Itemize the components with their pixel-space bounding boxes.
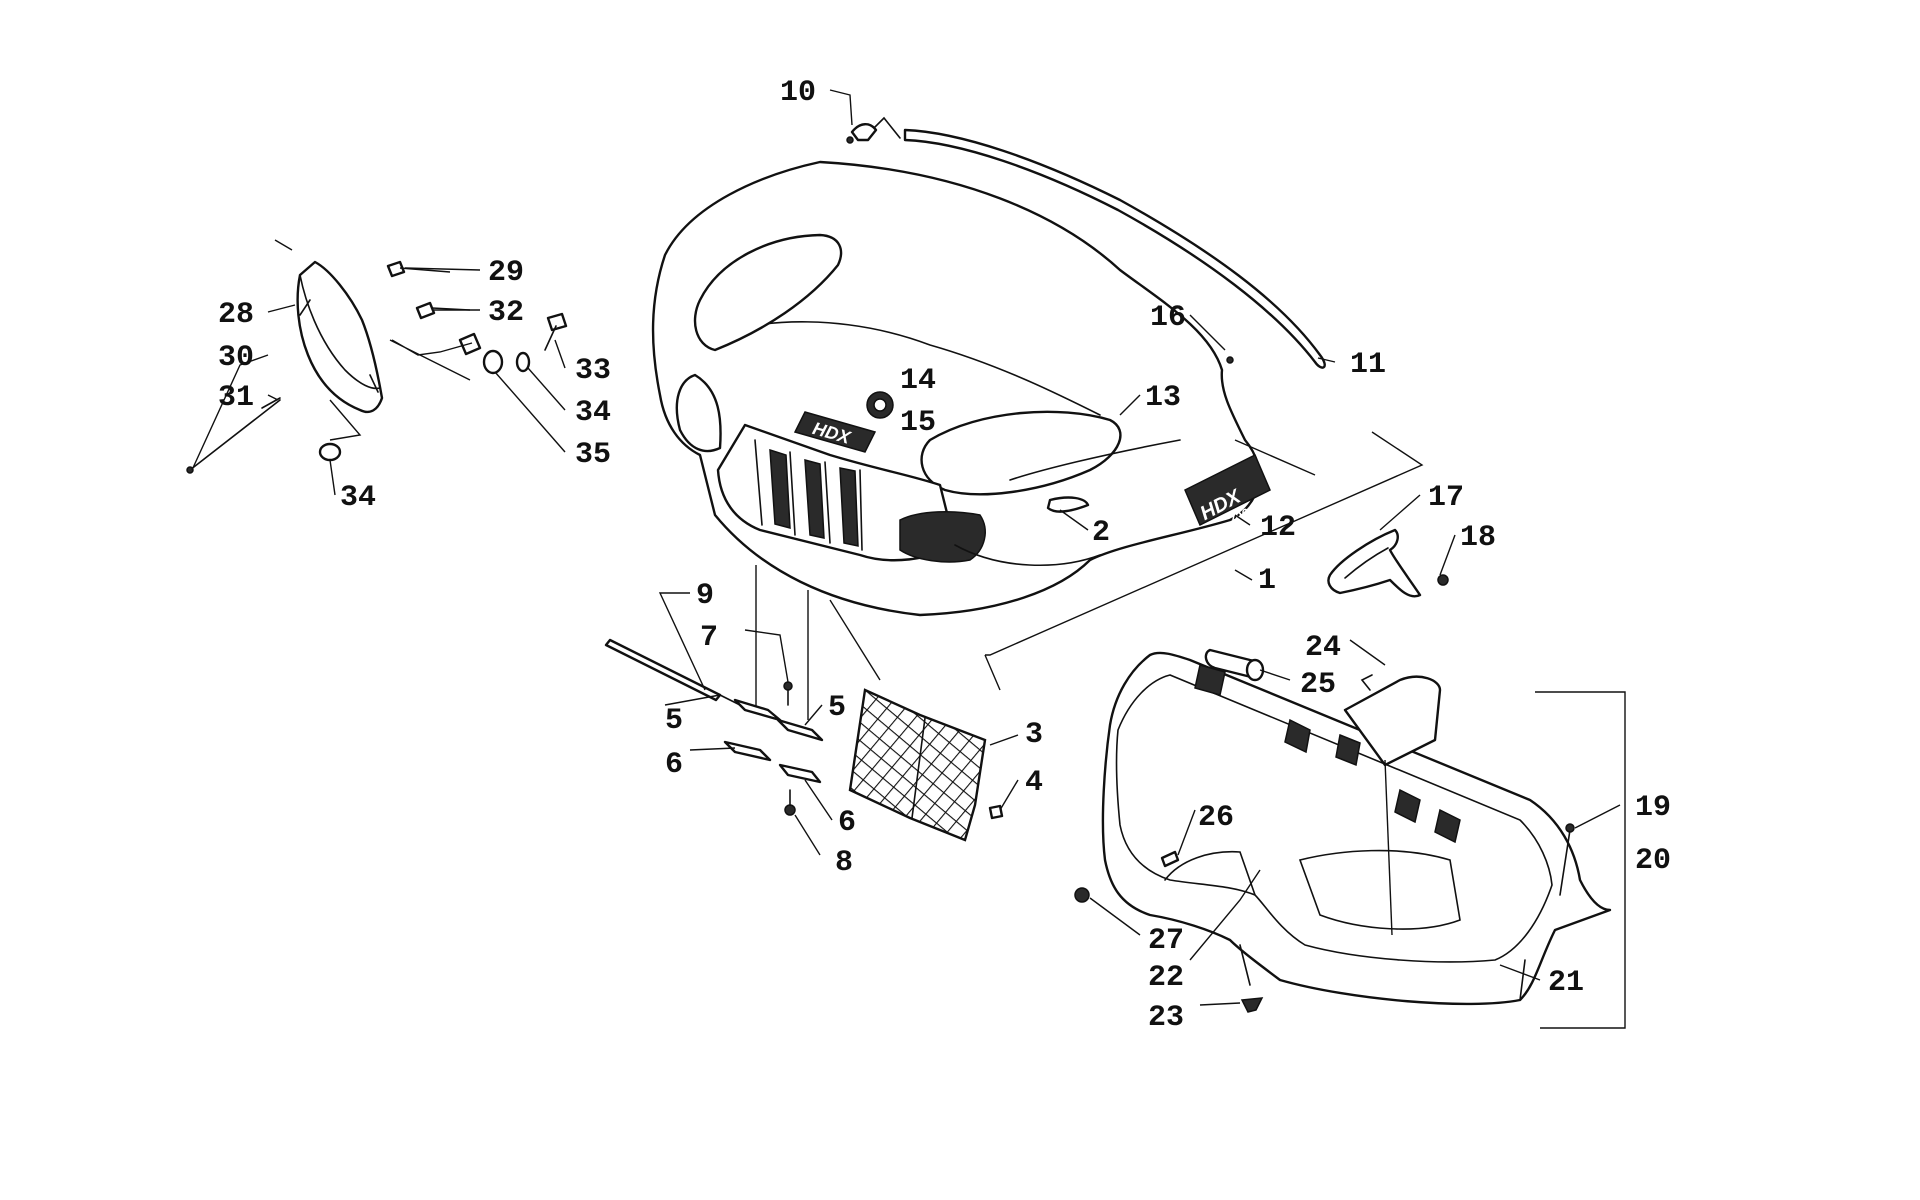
callout-2: 2 — [1092, 516, 1110, 550]
callout-6b: 6 — [838, 806, 856, 840]
callout-21: 21 — [1548, 966, 1584, 1000]
hood-headlight-recess — [899, 510, 986, 563]
foam-block — [1204, 648, 1265, 682]
callout-34a: 34 — [340, 481, 376, 515]
callout-24: 24 — [1305, 631, 1341, 665]
callout-30: 30 — [218, 341, 254, 375]
callout-12: 12 — [1260, 511, 1296, 545]
callout-31: 31 — [218, 381, 254, 415]
callout-34b: 34 — [575, 396, 611, 430]
hood-assembly: HDX HDX 700 — [651, 116, 1326, 617]
storage-tub — [1074, 651, 1612, 1013]
callout-15: 15 — [900, 406, 936, 440]
hood-seal-strip — [903, 128, 1326, 369]
callout-29: 29 — [488, 256, 524, 290]
callout-6a: 6 — [665, 748, 683, 782]
storage-lid — [1343, 674, 1442, 936]
callout-16: 16 — [1150, 301, 1186, 335]
callout-27: 27 — [1148, 924, 1184, 958]
callout-18: 18 — [1460, 521, 1496, 555]
corner-bracket — [1327, 528, 1449, 598]
callout-3: 3 — [1025, 718, 1043, 752]
front-grille-brackets — [604, 565, 1004, 842]
callout-26: 26 — [1198, 801, 1234, 835]
callout-leaders — [191, 89, 1621, 981]
callout-13: 13 — [1145, 381, 1181, 415]
callout-8: 8 — [835, 846, 853, 880]
headlight-assembly — [186, 239, 568, 474]
fuel-cap — [866, 391, 894, 419]
mesh-grille-panel — [848, 688, 987, 842]
callout-25: 25 — [1300, 668, 1336, 702]
hood-left-window — [693, 233, 843, 352]
callout-33: 33 — [575, 354, 611, 388]
callout-20: 20 — [1635, 844, 1671, 878]
callout-5a: 5 — [665, 704, 683, 738]
callout-23: 23 — [1148, 1001, 1184, 1035]
callout-19: 19 — [1635, 791, 1671, 825]
callout-5b: 5 — [828, 691, 846, 725]
tub-outer-shell — [1101, 651, 1612, 1006]
callout-14: 14 — [900, 364, 936, 398]
callout-35: 35 — [575, 438, 611, 472]
callout-labels: 1 2 3 4 5 5 6 6 7 8 9 10 11 12 13 14 15 … — [218, 76, 1671, 1035]
headlight-housing — [296, 260, 384, 414]
callout-22: 22 — [1148, 961, 1184, 995]
callout-11: 11 — [1350, 348, 1386, 382]
callout-1: 1 — [1258, 564, 1276, 598]
callout-4: 4 — [1025, 766, 1043, 800]
callout-7: 7 — [700, 621, 718, 655]
callout-9: 9 — [696, 579, 714, 613]
callout-10: 10 — [780, 76, 816, 110]
hood-latch — [846, 116, 901, 144]
callout-32: 32 — [488, 296, 524, 330]
callout-28: 28 — [218, 298, 254, 332]
callout-17: 17 — [1428, 481, 1464, 515]
